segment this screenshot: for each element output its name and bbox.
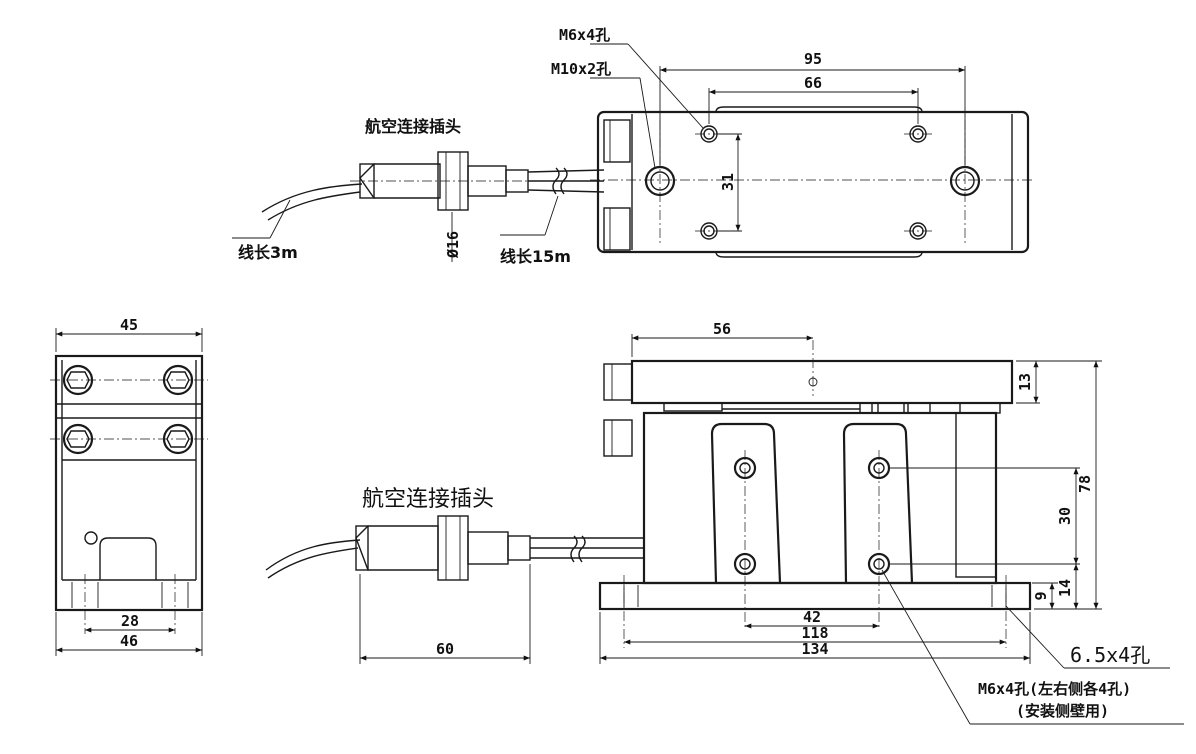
label-dia16: Ø16 xyxy=(444,231,462,259)
front-view: 56 13 78 30 14 9 42 118 134 6.5x4孔 M6x4孔… xyxy=(598,320,1184,725)
label-wire-15m: 线长15m xyxy=(500,247,571,266)
front-connector-a xyxy=(603,363,633,401)
side-hole xyxy=(84,531,98,545)
label-connector-top: 航空连接插头 xyxy=(365,117,461,136)
dim-60: 60 xyxy=(436,640,454,658)
dim-46: 46 xyxy=(120,632,138,650)
dim-78: 78 xyxy=(1076,475,1094,493)
dim-30: 30 xyxy=(1056,507,1074,525)
m10-hole-right xyxy=(949,165,981,197)
label-connector-bottom: 航空连接插头 xyxy=(362,487,494,512)
label-hole-6-5: 6.5x4孔 xyxy=(1070,643,1150,667)
top-plate xyxy=(630,359,1014,405)
dim-45: 45 xyxy=(120,316,138,334)
top-plate-outline xyxy=(596,110,1030,254)
label-mount-side: (安装侧壁用) xyxy=(1016,702,1109,720)
dim-95: 95 xyxy=(804,50,822,68)
dim-14: 14 xyxy=(1056,579,1074,597)
dim-42: 42 xyxy=(803,608,821,626)
dim-9: 9 xyxy=(1032,591,1050,600)
label-m10x2: M10x2孔 xyxy=(551,60,611,78)
top-connector-b xyxy=(603,207,631,251)
sensor-body xyxy=(642,411,998,585)
dim-31: 31 xyxy=(719,173,737,191)
dim-56: 56 xyxy=(713,320,731,338)
top-view: 95 66 31 M6x4孔 M10x2孔 xyxy=(551,26,1032,258)
top-connector-a xyxy=(603,119,631,163)
dim-134: 134 xyxy=(801,640,828,658)
top-plug: 航空连接插头 线长3m 线长15m Ø16 xyxy=(232,117,605,266)
mount-pad-left xyxy=(710,422,782,584)
dim-13: 13 xyxy=(1016,373,1034,391)
label-m6x4-side: M6x4孔(左右侧各4孔) xyxy=(978,680,1131,698)
mount-pad-right xyxy=(842,422,914,584)
dim-118: 118 xyxy=(801,624,828,642)
front-connector-b xyxy=(603,419,633,457)
label-m6x4: M6x4孔 xyxy=(559,26,610,44)
label-wire-3m: 线长3m xyxy=(238,243,298,262)
side-body-outline xyxy=(54,354,204,612)
bottom-plug: 60 航空连接插头 xyxy=(265,487,644,664)
dim-28: 28 xyxy=(121,612,139,630)
dim-66: 66 xyxy=(804,74,822,92)
plug-nut xyxy=(437,515,469,581)
base-plate xyxy=(598,581,1032,611)
side-view: 45 28 46 xyxy=(50,316,208,656)
m10-hole-left xyxy=(644,165,676,197)
